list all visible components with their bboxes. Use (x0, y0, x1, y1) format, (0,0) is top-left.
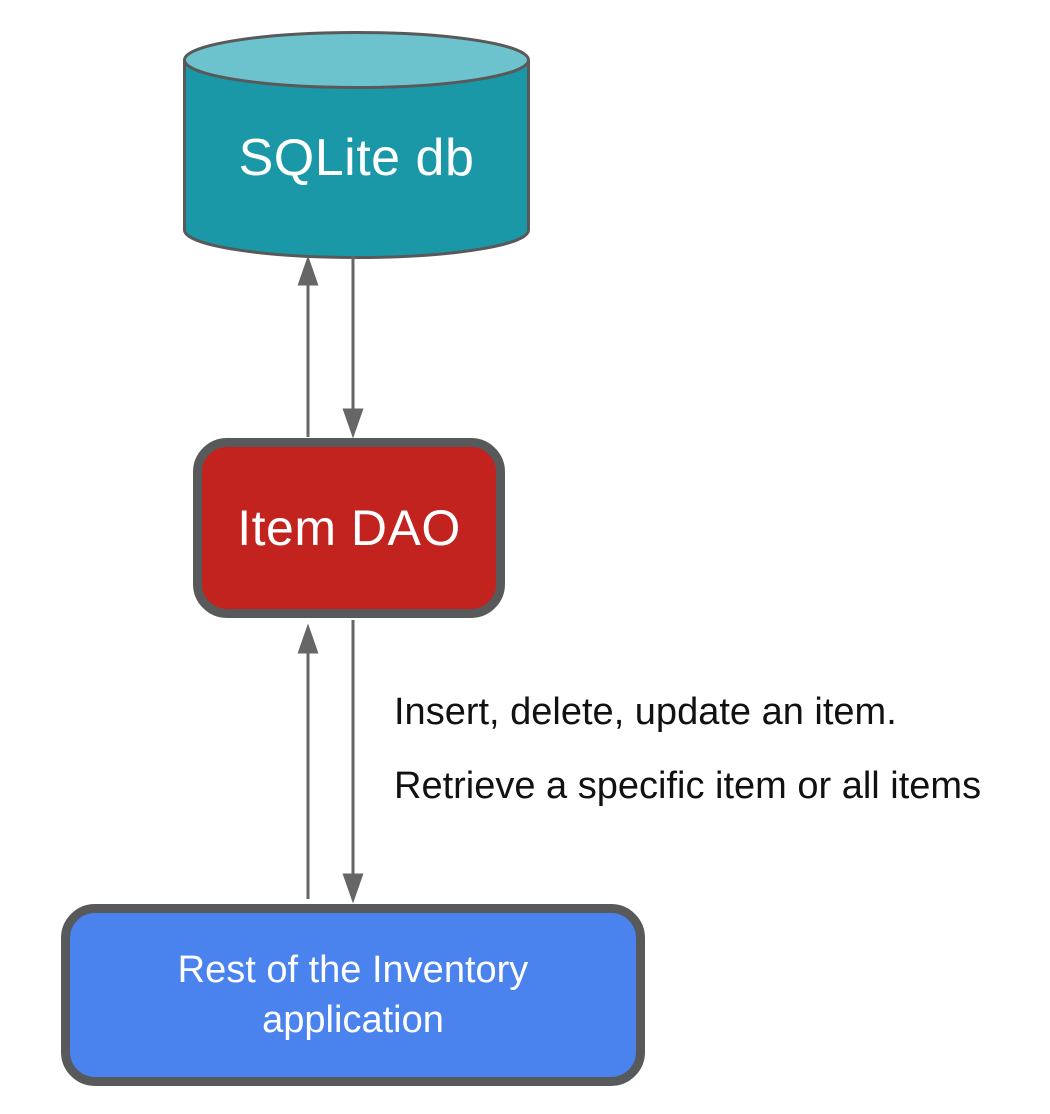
app-node: Rest of the Inventory application (61, 904, 645, 1086)
edge-annotation-line-1: Insert, delete, update an item. (394, 691, 897, 733)
database-node: SQLite db (181, 29, 532, 260)
database-label: SQLite db (238, 129, 475, 187)
edge-annotation: Insert, delete, update an item. Retrieve… (394, 693, 981, 806)
cylinder-top (183, 31, 530, 89)
dao-label: Item DAO (237, 500, 461, 556)
edge-annotation-line-2: Retrieve a specific item or all items (394, 765, 982, 807)
database-cylinder-icon (183, 31, 530, 259)
cylinder-body (183, 60, 530, 259)
dao-node: Item DAO (193, 438, 505, 618)
app-label: Rest of the Inventory application (177, 949, 529, 1041)
